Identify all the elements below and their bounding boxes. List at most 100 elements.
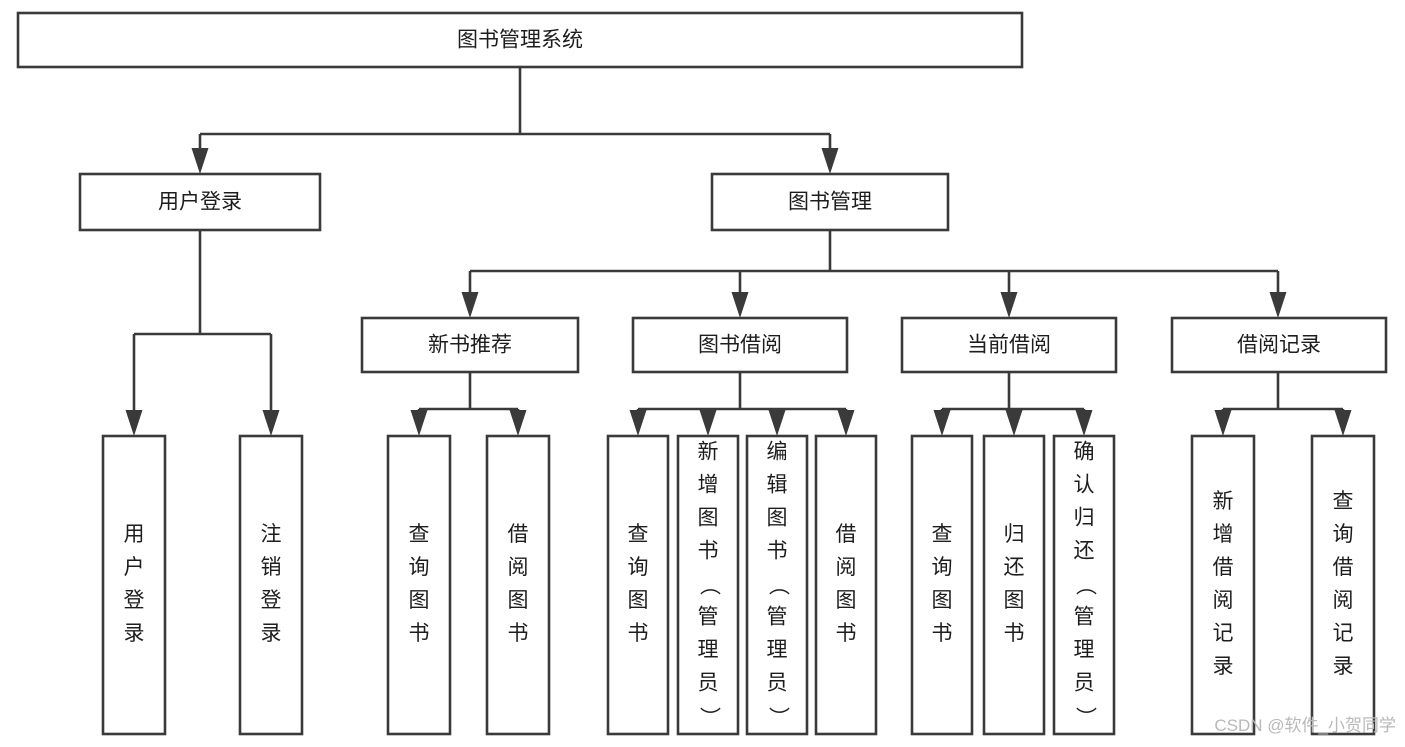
node-leaf-borrow-book-recommend-label-char: 书	[508, 622, 529, 645]
node-leaf-borrow-book-label-char: 书	[836, 622, 857, 645]
node-leaf-query-book-current-label-char: 图	[932, 589, 953, 612]
node-borrow-record-label: 借阅记录	[1237, 334, 1321, 357]
node-leaf-user-login-label-char: 户	[124, 556, 145, 579]
node-leaf-add-book-label-char: （	[697, 575, 720, 596]
csdn-watermark: CSDN @软件_小贺同学	[1214, 716, 1396, 735]
node-leaf-confirm-return-label-char: 管	[1074, 606, 1095, 629]
node-leaf-edit-book-label-char: 编	[767, 441, 788, 464]
node-leaf-add-borrow-record-label-char: 增	[1213, 523, 1234, 546]
node-leaf-user-logout-label-char: 销	[261, 556, 282, 579]
node-leaf-confirm-return-label-char: 确	[1074, 441, 1095, 464]
connector-layer	[125, 67, 1352, 436]
node-layer: 图书管理系统用户登录图书管理新书推荐图书借阅当前借阅借阅记录用户登录注销登录查询…	[16, 11, 1388, 736]
node-leaf-add-book-label-char: 新	[698, 441, 719, 464]
node-leaf-borrow-book-recommend-box	[485, 434, 551, 736]
node-leaf-user-login-label-char: 登	[124, 589, 145, 612]
borrow-record-drop-0-arrowhead	[1214, 410, 1232, 436]
book-borrow-drop-3-arrowhead	[837, 410, 855, 436]
node-book-manage[interactable]: 图书管理	[710, 172, 950, 232]
node-user-login-label: 用户登录	[158, 191, 242, 214]
node-leaf-add-borrow-record-label-char: 借	[1213, 556, 1234, 579]
node-leaf-query-book-current-label-char: 书	[932, 622, 953, 645]
node-leaf-confirm-return-box	[1052, 434, 1116, 736]
node-leaf-query-book-borrow-label-char: 书	[628, 622, 649, 645]
node-leaf-user-logout-label-char: 登	[261, 589, 282, 612]
node-leaf-query-borrow-record-label-char: 记	[1333, 622, 1354, 645]
node-leaf-add-book-label-char: 图	[698, 507, 719, 530]
node-leaf-add-book-label-char: ）	[697, 707, 720, 728]
node-leaf-confirm-return-label-char: 归	[1074, 507, 1095, 530]
node-leaf-query-borrow-record-label-char: 查	[1333, 490, 1354, 513]
borrow-record-drop-1-arrowhead	[1334, 410, 1352, 436]
node-leaf-user-login[interactable]: 用户登录	[101, 434, 167, 736]
node-leaf-edit-book-box	[745, 434, 809, 736]
node-leaf-edit-book-label-char: 员	[767, 672, 788, 695]
node-leaf-edit-book-label-char: 理	[767, 639, 788, 662]
user-login-drop-1-arrowhead	[262, 410, 280, 436]
root-drop-1-arrowhead	[821, 148, 839, 174]
book-manage-drop-1-arrowhead	[731, 292, 749, 318]
node-leaf-add-borrow-record-box	[1190, 434, 1256, 736]
node-leaf-query-book-recommend-label-char: 图	[409, 589, 430, 612]
node-book-manage-label: 图书管理	[788, 191, 872, 214]
book-manage-drop-0-arrowhead	[461, 292, 479, 318]
node-leaf-return-book-label-char: 书	[1004, 622, 1025, 645]
node-leaf-query-borrow-record-label-char: 借	[1333, 556, 1354, 579]
node-leaf-borrow-book-label-char: 借	[836, 523, 857, 546]
node-leaf-confirm-return-label-char: 认	[1074, 474, 1095, 497]
node-new-book-recommend-label: 新书推荐	[428, 334, 512, 357]
node-leaf-query-book-recommend-label-char: 查	[409, 523, 430, 546]
node-book-borrow[interactable]: 图书借阅	[631, 316, 849, 374]
node-leaf-confirm-return-label-char: ）	[1073, 707, 1096, 728]
user-login-drop-0-arrowhead	[125, 410, 143, 436]
root-drop-0-arrowhead	[191, 148, 209, 174]
node-leaf-add-book-label-char: 理	[698, 639, 719, 662]
node-leaf-confirm-return-label-char: 还	[1074, 540, 1095, 563]
node-leaf-add-book-label-char: 增	[698, 474, 719, 497]
node-leaf-borrow-book-box	[814, 434, 878, 736]
node-leaf-query-book-current-label-char: 询	[932, 556, 953, 579]
node-leaf-add-borrow-record-label-char: 录	[1213, 655, 1234, 678]
node-leaf-return-book-label-char: 图	[1004, 589, 1025, 612]
node-user-login[interactable]: 用户登录	[78, 172, 322, 232]
node-leaf-add-book-label-char: 管	[698, 606, 719, 629]
node-leaf-query-borrow-record-box	[1310, 434, 1376, 736]
node-root[interactable]: 图书管理系统	[16, 11, 1024, 69]
node-new-book-recommend[interactable]: 新书推荐	[360, 316, 580, 374]
node-leaf-query-book-borrow-label-char: 图	[628, 589, 649, 612]
book-borrow-drop-0-arrowhead	[629, 410, 647, 436]
node-leaf-edit-book-label-char: 管	[767, 606, 788, 629]
book-manage-drop-2-arrowhead	[1000, 292, 1018, 318]
node-leaf-query-borrow-record-label-char: 询	[1333, 523, 1354, 546]
node-leaf-add-book-label-char: 员	[698, 672, 719, 695]
node-leaf-confirm-return-label-char: （	[1073, 575, 1096, 596]
node-leaf-borrow-book-recommend-label-char: 阅	[508, 556, 529, 579]
current-borrow-drop-0-arrowhead	[933, 410, 951, 436]
node-leaf-query-book-recommend-box	[386, 434, 452, 736]
node-current-borrow[interactable]: 当前借阅	[900, 316, 1118, 374]
node-leaf-add-book-box	[676, 434, 740, 736]
node-leaf-query-book-current-box	[910, 434, 974, 736]
node-leaf-user-login-box	[101, 434, 167, 736]
node-leaf-query-borrow-record-label-char: 阅	[1333, 589, 1354, 612]
node-root-box	[16, 11, 1024, 69]
node-borrow-record[interactable]: 借阅记录	[1170, 316, 1388, 374]
node-leaf-user-logout-label-char: 注	[261, 523, 282, 546]
book-borrow-drop-2-arrowhead	[768, 410, 786, 436]
node-leaf-query-book-borrow-label-char: 询	[628, 556, 649, 579]
current-borrow-drop-2-arrowhead	[1075, 410, 1093, 436]
